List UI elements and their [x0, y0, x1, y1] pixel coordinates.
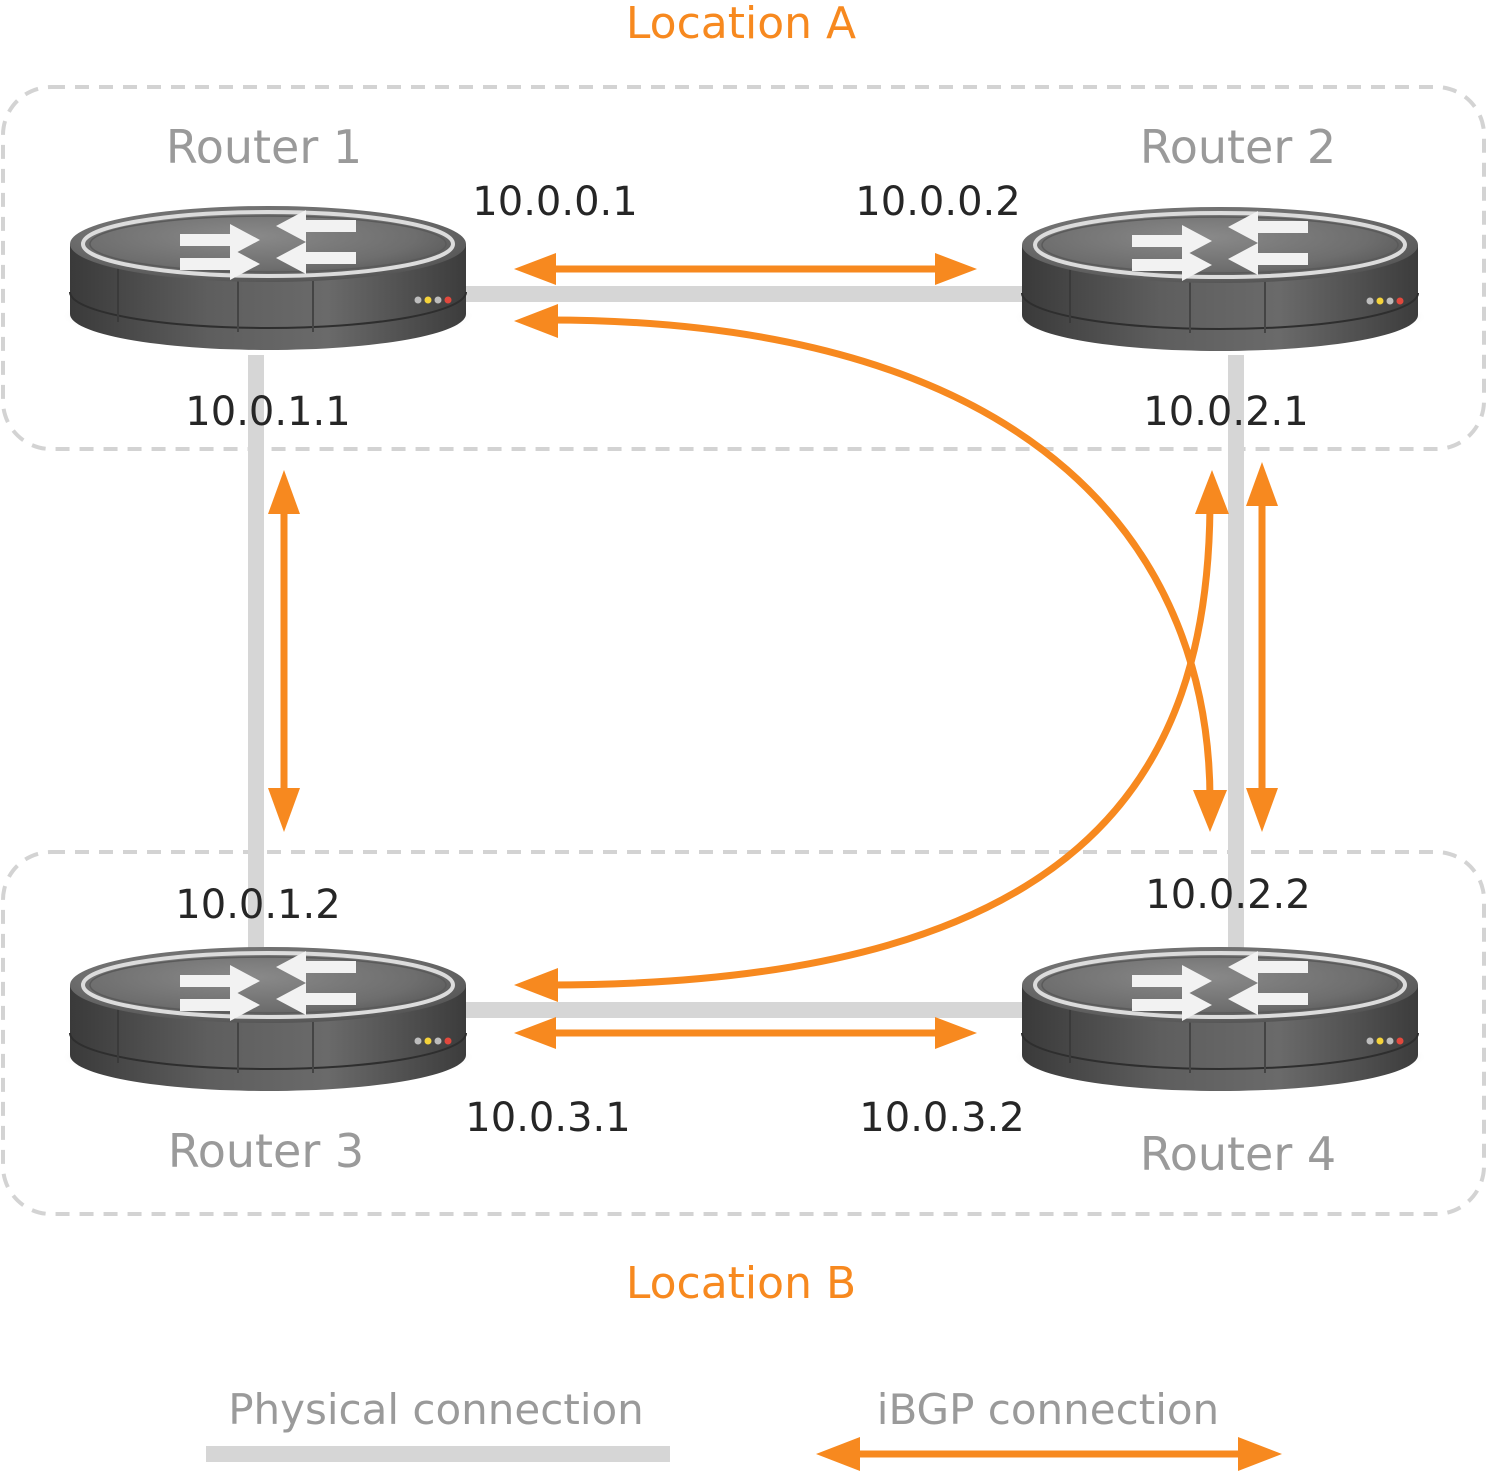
router-4-label: Router 4 — [1140, 1127, 1336, 1181]
legend-ibgp-label: iBGP connection — [877, 1385, 1219, 1434]
ibgp-links — [280, 265, 1266, 1037]
ip-r4-to-r3: 10.0.3.2 — [859, 1095, 1024, 1141]
router-2-label: Router 2 — [1140, 120, 1336, 174]
location-a-box — [1, 85, 1486, 451]
ip-r2-to-r4: 10.0.2.1 — [1143, 389, 1308, 435]
location-a-title: Location A — [626, 0, 856, 49]
ibgp-arrowheads — [268, 253, 1278, 1049]
location-b-title: Location B — [626, 1258, 856, 1309]
ip-r4-to-r2: 10.0.2.2 — [1145, 872, 1310, 918]
router-3-label: Router 3 — [168, 1124, 364, 1178]
ip-r1-to-r3: 10.0.1.1 — [185, 389, 350, 435]
ip-r3-to-r1: 10.0.1.2 — [175, 882, 340, 928]
location-b-box — [1, 850, 1486, 1216]
ibgp-link-r1-r4 — [547, 316, 1214, 801]
router-1-icon — [61, 204, 475, 352]
router-2-icon — [1013, 205, 1427, 353]
router-4-icon — [1013, 945, 1427, 1093]
ip-r1-to-r2: 10.0.0.1 — [472, 179, 637, 225]
router-3-icon — [61, 945, 475, 1093]
physical-links — [248, 286, 1244, 1018]
ibgp-link-r3-r2 — [547, 499, 1214, 989]
legend-ibgp-swatch — [816, 1437, 1282, 1471]
router-1-label: Router 1 — [166, 120, 362, 174]
ip-r2-to-r1: 10.0.0.2 — [855, 179, 1020, 225]
legend-physical-label: Physical connection — [228, 1385, 644, 1434]
ip-r3-to-r4: 10.0.3.1 — [465, 1095, 630, 1141]
